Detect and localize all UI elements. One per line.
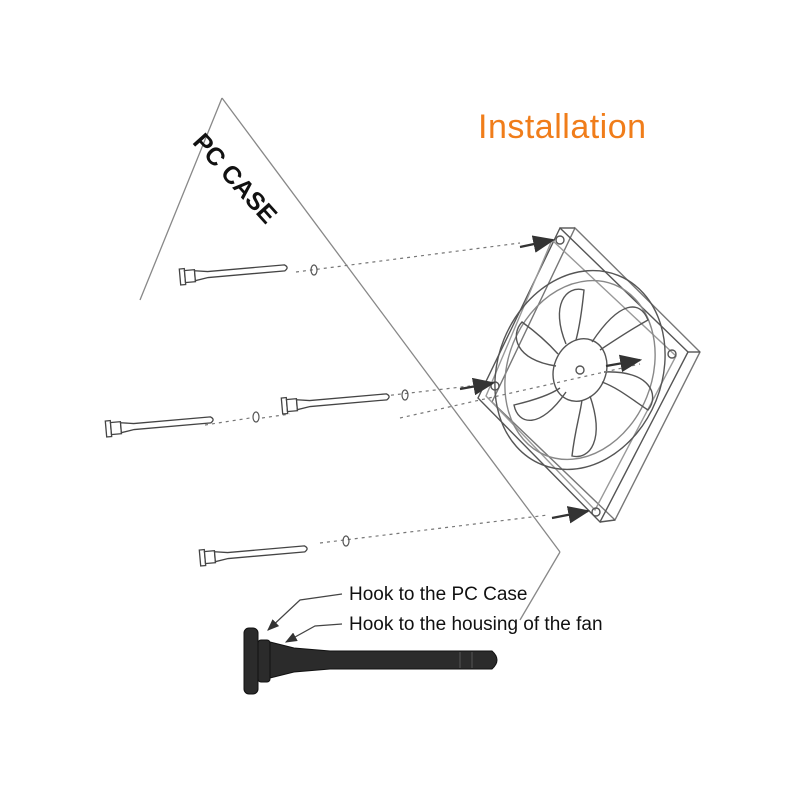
- alignment-guides: [204, 242, 641, 544]
- rubber-pin-icon: [104, 416, 214, 438]
- rubber-pin-icon: [178, 264, 288, 286]
- rubber-pin-icon: [280, 393, 390, 415]
- callout-fan-housing: Hook to the housing of the fan: [349, 614, 603, 635]
- case-fan-icon: [477, 226, 701, 524]
- diagram-title: Installation: [478, 108, 647, 146]
- rubber-pin-large: [243, 627, 498, 695]
- grommet-rings: [252, 264, 409, 547]
- insertion-arrows: [459, 235, 643, 524]
- callout-pc-case: Hook to the PC Case: [349, 584, 528, 605]
- callout-leaders: [267, 593, 343, 643]
- pc-case-panel: [139, 97, 561, 621]
- rubber-pin-icon: [198, 545, 308, 567]
